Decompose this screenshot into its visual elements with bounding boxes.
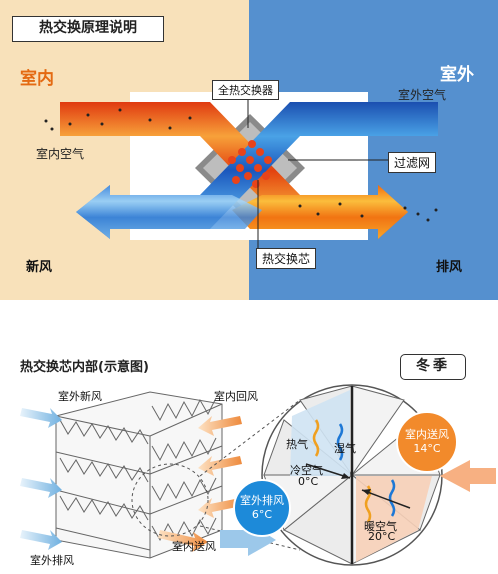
exhaust-arrow (220, 522, 276, 556)
flow-arrows (20, 408, 242, 552)
humidity-label: 湿气 (334, 442, 356, 455)
zoom-line-top (199, 399, 301, 477)
cold-air-label: 冷空气 (290, 464, 323, 477)
warm-air-label: 暖空气 (364, 520, 397, 533)
zoom-line-bottom (199, 525, 301, 551)
exhaust-circle-text: 室外排风 6°C (234, 494, 290, 522)
indoor-supply-label: 室内送风 (172, 540, 216, 553)
exhaust-orange-arrow (232, 185, 408, 239)
outdoor-exhaust-label: 室外排风 (30, 554, 74, 567)
page-title: 热交换原理说明 (12, 16, 164, 42)
core-section-title: 热交换芯内部(示意图) (20, 360, 149, 375)
cold-temp-label: 0°C (298, 475, 319, 488)
warm-temp-label: 20°C (368, 530, 396, 543)
zoom-circle (261, 384, 443, 566)
indoor-title: 室内 (20, 69, 54, 89)
supply-circle-temp: 14°C (413, 442, 441, 455)
filter-label: 过滤网 (388, 152, 437, 173)
supply-arrow (440, 460, 496, 492)
exchanger-label: 全热交换器 (212, 80, 279, 100)
core-internal-diagram (20, 384, 496, 566)
heat-label: 热气 (286, 438, 308, 451)
outdoor-title: 室外 (440, 65, 474, 85)
exhaust-circle-label: 室外排风 (240, 494, 284, 507)
exchanger-diagram (44, 95, 438, 250)
outdoor-fresh-label: 室外新风 (58, 390, 102, 403)
season-badge: 冬季 (400, 354, 466, 380)
indoor-air-label: 室内空气 (36, 147, 85, 161)
exhaust-label: 排风 (436, 260, 463, 275)
particles (44, 108, 438, 222)
exhaust-temp-circle (233, 479, 291, 537)
fresh-light-arrow (76, 185, 262, 239)
core-label: 热交换芯 (256, 248, 317, 269)
supply-circle-text: 室内送风 14°C (399, 428, 455, 456)
core-layers (55, 391, 223, 559)
outdoor-air-label: 室外空气 (398, 88, 447, 102)
zoom-source-circle (131, 463, 209, 537)
supply-circle-label: 室内送风 (405, 428, 449, 441)
exhaust-circle-temp: 6°C (251, 508, 273, 521)
indoor-return-label: 室内回风 (214, 390, 258, 403)
fresh-air-label: 新风 (26, 260, 53, 275)
supply-temp-circle (396, 411, 458, 473)
